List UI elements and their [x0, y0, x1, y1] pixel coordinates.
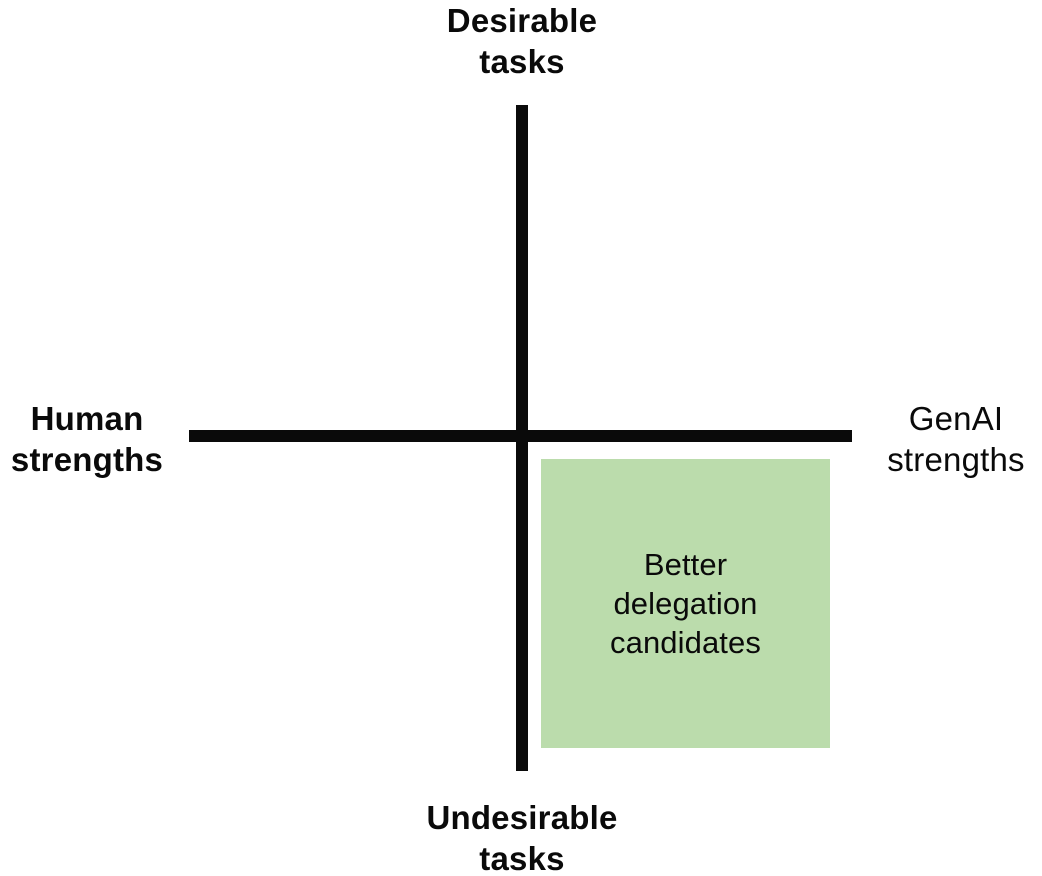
better-delegation-candidates-label: Better delegation candidates	[610, 547, 761, 660]
axis-label-human-strengths: Human strengths	[10, 400, 164, 478]
axis-label-genai-strengths: GenAI strengths	[887, 400, 1025, 478]
axis-label-undesirable-tasks: Undesirable tasks	[426, 799, 618, 876]
better-delegation-candidates-region: Better delegation candidates	[541, 459, 830, 748]
axis-label-desirable-tasks: Desirable tasks	[446, 2, 598, 80]
horizontal-axis-line	[189, 430, 852, 442]
